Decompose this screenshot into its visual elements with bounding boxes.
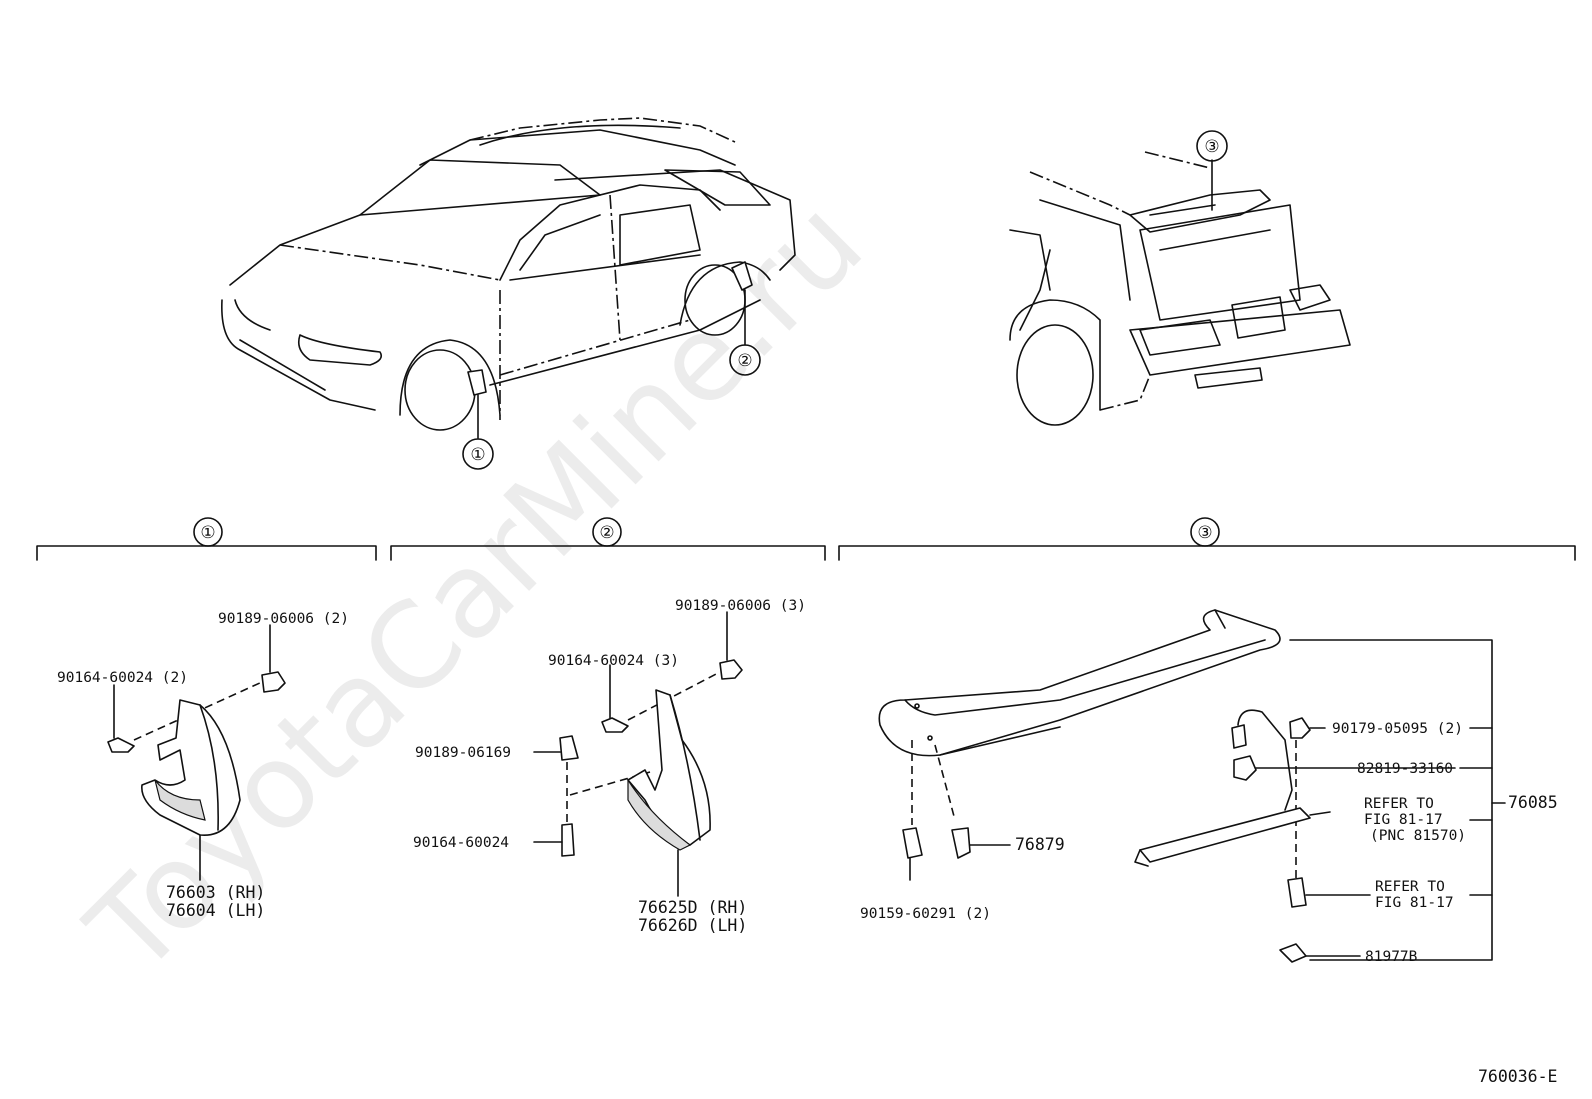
callout-3-spoiler: ③ [1196, 130, 1228, 162]
label-90164-60024: 90164-60024 [413, 835, 509, 851]
label-76085: 76085 [1508, 793, 1558, 812]
label-refer-to-2: REFER TO [1375, 879, 1445, 895]
screw-refer-fig-81-17 [1287, 877, 1307, 908]
label-fig-81-17-1: FIG 81-17 [1364, 812, 1443, 828]
section-1-bracket: ① [36, 517, 377, 561]
label-pnc-81570: (PNC 81570) [1370, 828, 1466, 844]
section-2-parts [533, 611, 743, 897]
label-76625D-rh: 76625D (RH) [638, 898, 747, 917]
clip-90189-06169 [559, 735, 579, 761]
car-rear-view-drawing [1009, 151, 1351, 426]
svg-text:③: ③ [1197, 523, 1212, 543]
clip-76879 [951, 827, 971, 859]
label-76626D-lh: 76626D (LH) [638, 916, 747, 935]
label-76604-lh: 76604 (LH) [166, 901, 265, 920]
svg-text:③: ③ [1204, 137, 1219, 157]
svg-text:①: ① [200, 523, 215, 543]
bolt-90164-60024 [107, 737, 135, 753]
screw-90164-60024 [561, 823, 575, 857]
section-2-bracket: ② [390, 517, 826, 561]
car-front-view-drawing [221, 117, 796, 439]
callout-2-rear-wheel: ② [729, 344, 761, 376]
nut-90179-05095 [1289, 717, 1311, 739]
nut-90189-06006-3 [719, 659, 743, 680]
grommet-82819-33160 [1233, 755, 1257, 781]
svg-text:②: ② [737, 351, 752, 371]
nut-90189-06006 [261, 671, 286, 693]
bolt-90159-60291 [902, 827, 923, 859]
label-76879: 76879 [1015, 835, 1065, 854]
section-3-parts [878, 609, 1506, 963]
section-3-bracket: ③ [838, 517, 1576, 561]
label-81977B: 81977B [1365, 949, 1418, 965]
label-90159-60291-2: 90159-60291 (2) [860, 906, 991, 922]
callout-1-front-wheel: ① [462, 438, 494, 470]
label-fig-81-17-2: FIG 81-17 [1375, 895, 1454, 911]
label-82819-33160: 82819-33160 [1357, 761, 1453, 777]
label-76603-rh: 76603 (RH) [166, 883, 265, 902]
figure-code: 760036-E [1478, 1067, 1557, 1086]
label-refer-to-1: REFER TO [1364, 796, 1434, 812]
bolt-90164-60024-3 [601, 717, 629, 733]
label-90164-60024-2: 90164-60024 (2) [57, 670, 188, 686]
label-90189-06006-3: 90189-06006 (3) [675, 598, 806, 614]
spoiler-76085 [878, 609, 1281, 757]
label-90179-05095-2: 90179-05095 (2) [1332, 721, 1463, 737]
label-90189-06169: 90189-06169 [415, 745, 511, 761]
section-1-parts [107, 624, 286, 881]
svg-text:①: ① [470, 445, 485, 465]
lamp-bar [1139, 807, 1311, 863]
label-90189-06006-2: 90189-06006 (2) [218, 611, 349, 627]
watermark-text: ToyotaCarMine.ru [62, 173, 889, 1000]
clip-81977B [1279, 943, 1307, 963]
svg-text:②: ② [599, 523, 614, 543]
label-90164-60024-3: 90164-60024 (3) [548, 653, 679, 669]
